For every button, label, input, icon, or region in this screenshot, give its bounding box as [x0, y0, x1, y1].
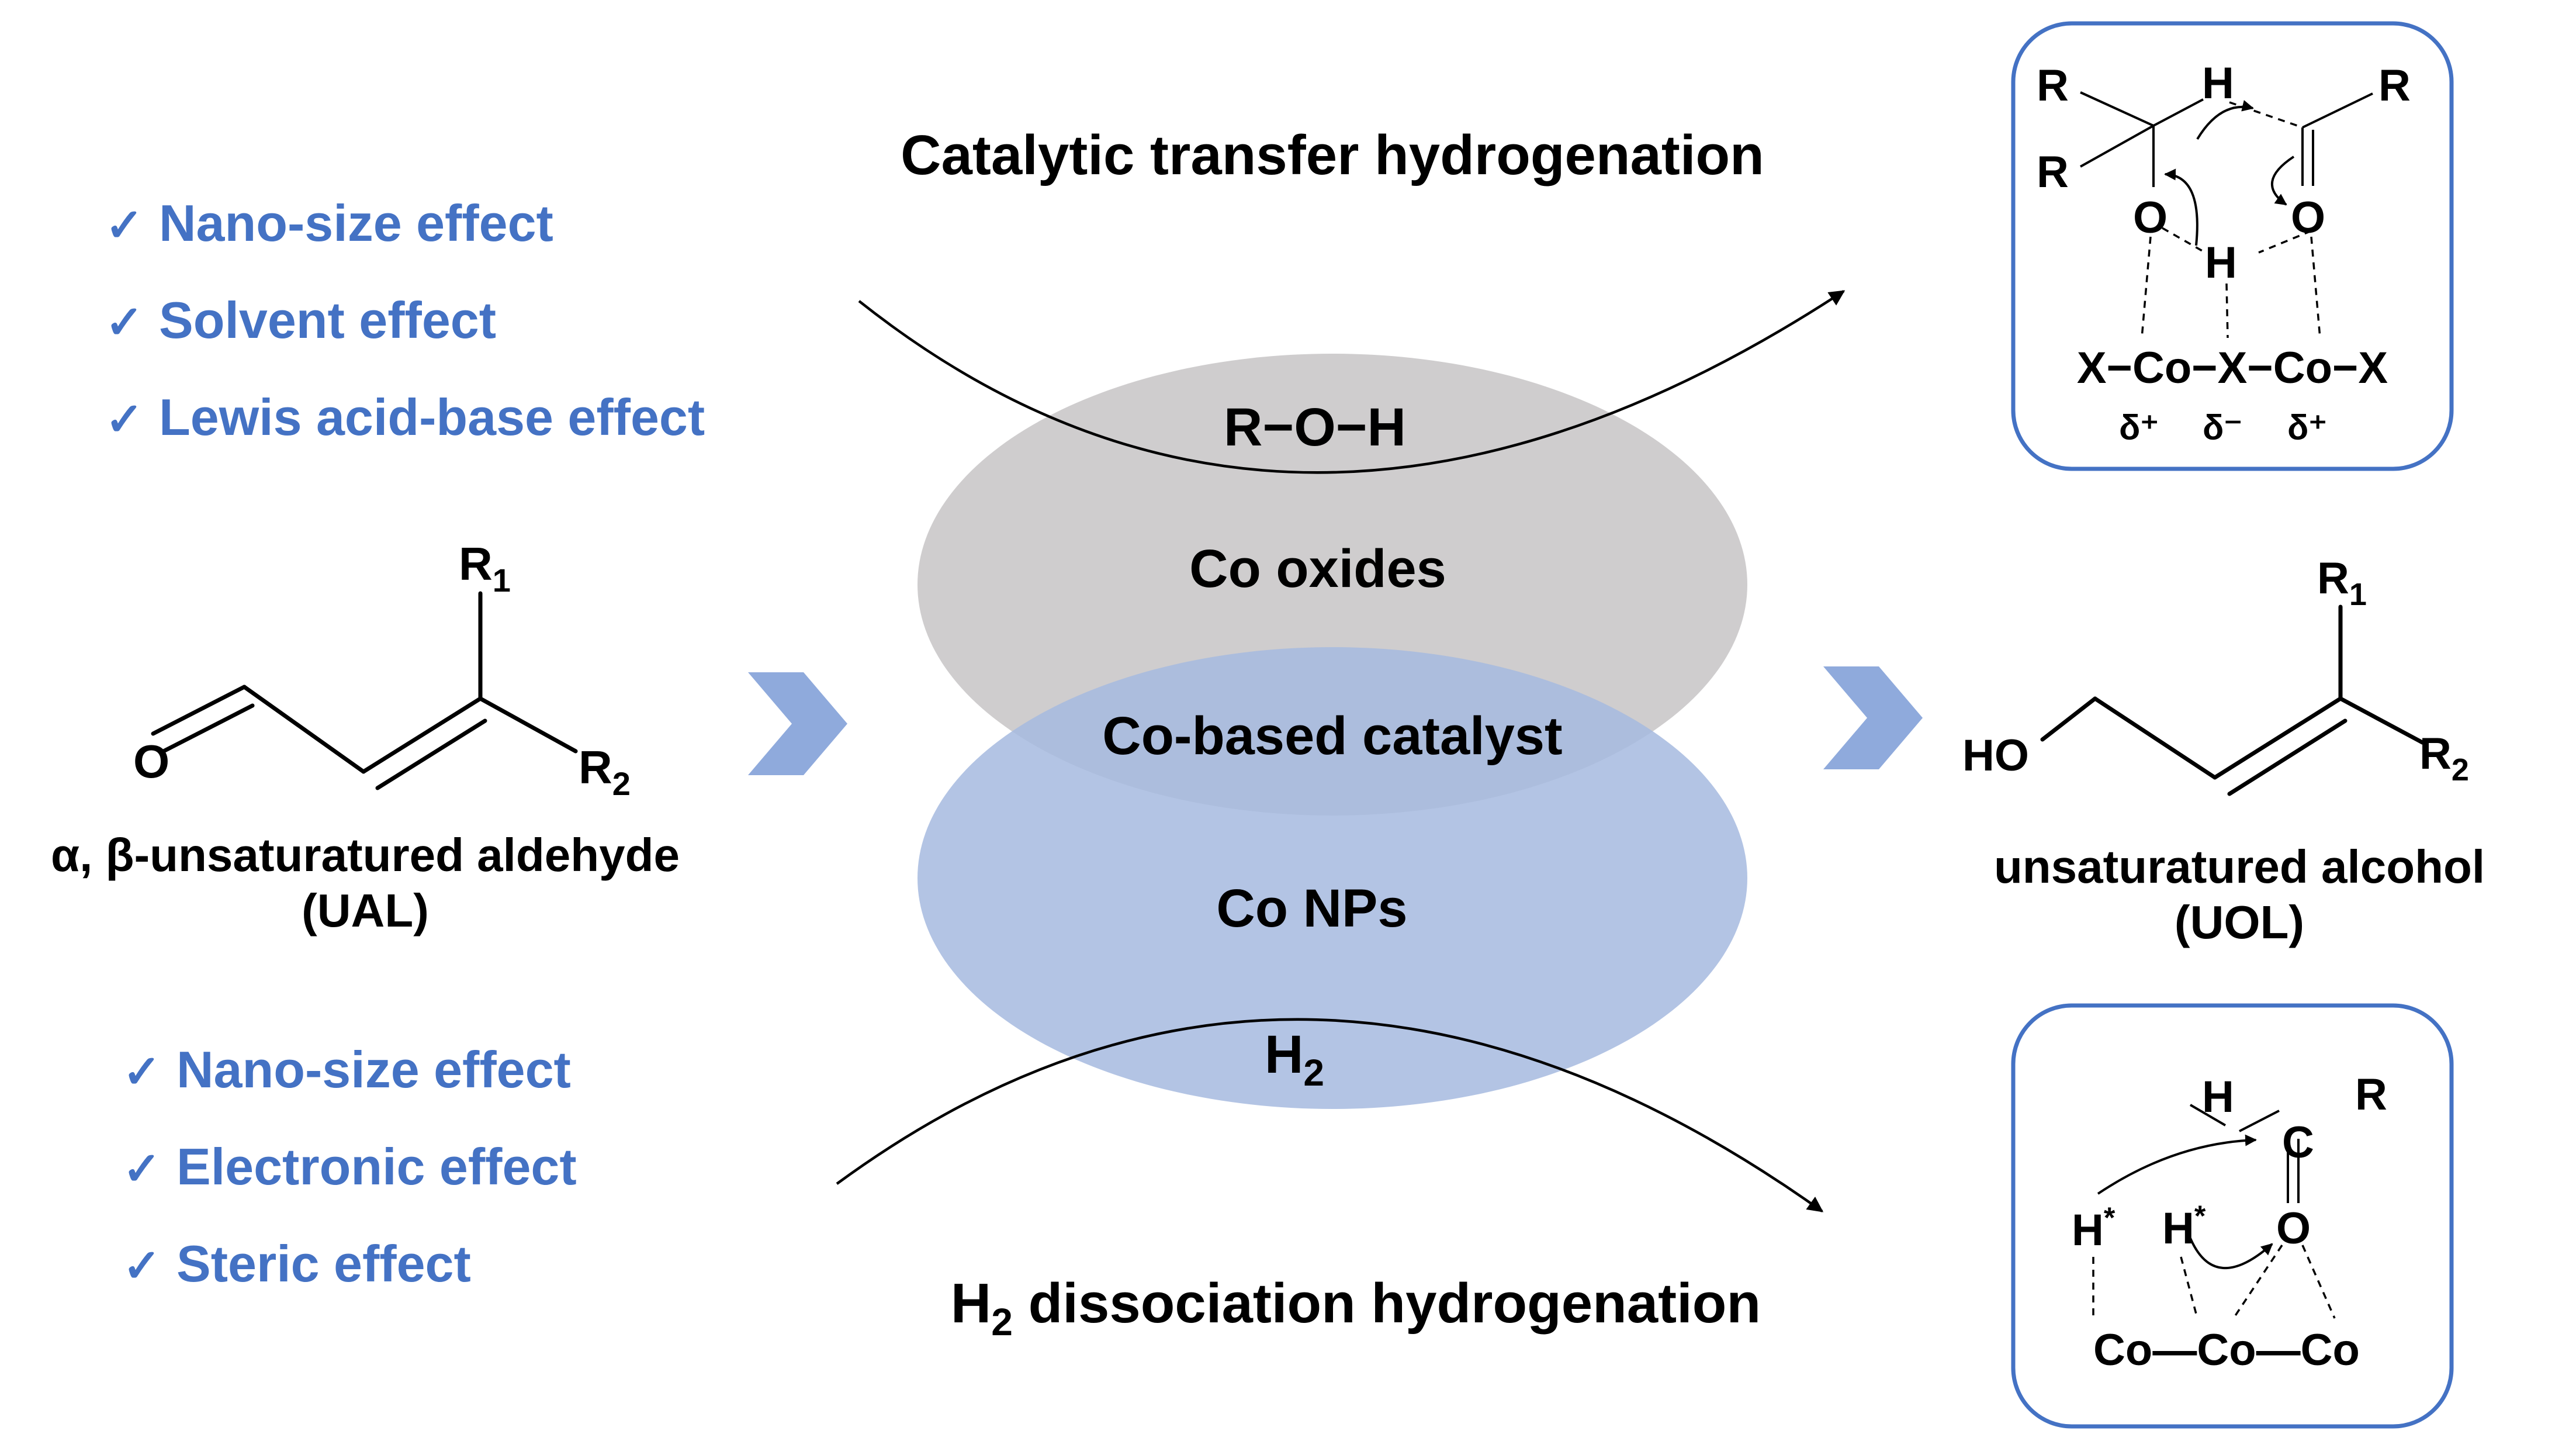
- product-structure: HO R1 R2: [1962, 554, 2469, 796]
- svg-text:δ⁻: δ⁻: [2203, 408, 2242, 447]
- svg-text:C: C: [2282, 1118, 2314, 1167]
- co-based-catalyst-label: Co-based catalyst: [1102, 706, 1562, 766]
- svg-text:O: O: [2133, 193, 2168, 243]
- bottom-effects-list: ✓ Nano-size effect ✓ Electronic effect ✓…: [123, 1041, 577, 1293]
- effect-item: Lewis acid-base effect: [159, 388, 705, 446]
- bottom-process-title: H2 dissociation hydrogenation: [951, 1272, 1761, 1343]
- svg-text:δ⁺: δ⁺: [2119, 408, 2159, 447]
- svg-text:HO: HO: [1962, 731, 2029, 780]
- reactant-structure: O R1 R2: [133, 538, 631, 802]
- effect-item: Nano-size effect: [159, 194, 553, 252]
- svg-text:O: O: [133, 735, 169, 787]
- svg-text:H: H: [2202, 1072, 2234, 1122]
- top-process-title: Catalytic transfer hydrogenation: [901, 124, 1764, 186]
- chevron-right-icon: [748, 672, 847, 775]
- svg-text:R2: R2: [2419, 729, 2469, 787]
- svg-text:O: O: [2291, 193, 2325, 243]
- svg-text:H: H: [2202, 58, 2234, 108]
- check-icon: ✓: [123, 1046, 161, 1097]
- x-co-chain: X−Co−X−Co−X: [2077, 343, 2388, 393]
- svg-text:R1: R1: [2317, 554, 2367, 612]
- svg-text:H*: H*: [2072, 1201, 2115, 1255]
- svg-text:H*: H*: [2162, 1200, 2206, 1253]
- check-icon: ✓: [105, 393, 143, 445]
- co-nps-ellipse: [917, 647, 1747, 1109]
- product-abbr: (UOL): [2175, 896, 2304, 948]
- roh-label: R−O−H: [1224, 398, 1406, 457]
- svg-text:R: R: [2037, 61, 2069, 110]
- co-chain: Co—Co—Co: [2093, 1325, 2360, 1375]
- check-icon: ✓: [105, 199, 143, 251]
- effect-item: Electronic effect: [176, 1138, 577, 1195]
- svg-text:δ⁺: δ⁺: [2287, 408, 2327, 447]
- transfer-flow-arrow: [858, 290, 1846, 474]
- co-oxides-label: Co oxides: [1189, 539, 1446, 599]
- effect-item: Solvent effect: [159, 291, 496, 349]
- svg-text:R: R: [2378, 61, 2411, 110]
- check-icon: ✓: [105, 296, 143, 348]
- dissociation-flow-arrow: [836, 1018, 1824, 1212]
- dissociation-mechanism-box: H C R O H* H* Co—Co—Co: [2011, 1003, 2454, 1429]
- svg-text:R: R: [2037, 147, 2069, 197]
- svg-text:O: O: [2276, 1204, 2311, 1253]
- svg-text:R: R: [2355, 1070, 2387, 1119]
- top-effects-list: ✓ Nano-size effect ✓ Solvent effect ✓ Le…: [105, 194, 705, 446]
- svg-text:H: H: [2205, 238, 2237, 288]
- check-icon: ✓: [123, 1143, 161, 1194]
- reactant-abbr: (UAL): [302, 884, 429, 937]
- h2-label: H2: [1265, 1025, 1324, 1094]
- co-nps-label: Co NPs: [1216, 879, 1407, 938]
- reactant-name: α, β-unsaturatured aldehyde: [51, 829, 680, 881]
- effect-item: Nano-size effect: [176, 1041, 571, 1098]
- effect-item: Steric effect: [176, 1235, 471, 1293]
- svg-text:R1: R1: [459, 538, 511, 599]
- check-icon: ✓: [123, 1240, 161, 1291]
- chevron-right-icon: [1823, 666, 1923, 769]
- transfer-mechanism-box: R R H R O O H X−Co−X−Co−X δ⁺ δ⁻ δ⁺: [2011, 21, 2454, 471]
- product-name: unsaturatured alcohol: [1994, 841, 2485, 893]
- svg-text:R2: R2: [579, 741, 631, 802]
